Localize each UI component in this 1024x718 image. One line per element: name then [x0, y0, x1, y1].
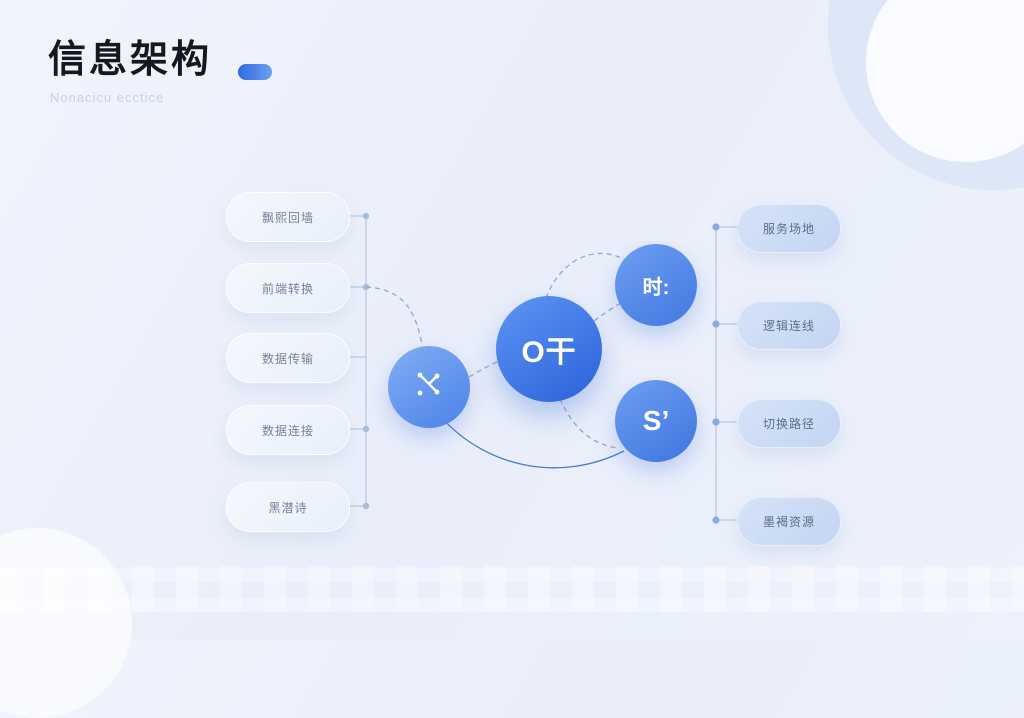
node-hub-label: O干 [521, 336, 577, 369]
right-item-1: 服务场地 [737, 204, 841, 253]
decor-mosaic-strip [0, 566, 1024, 612]
node-left-circle [388, 346, 470, 428]
left-item-3-label: 数据传输 [261, 351, 314, 366]
left-item-4: 数据连接 [226, 405, 350, 455]
page-subtitle: Nonacicu ecctice [50, 90, 165, 105]
right-item-2-label: 逻辑连线 [762, 319, 815, 333]
right-junction-dot-1 [712, 223, 720, 231]
page-title: 信息架构 [48, 39, 213, 81]
right-item-4-label: 墨褐资源 [762, 515, 815, 529]
right-item-1-label: 服务场地 [762, 222, 815, 236]
slide: 信息架构 Nonacicu ecctice 飘熙回墙 前端 [0, 0, 1024, 612]
left-item-2-label: 前端转换 [261, 281, 314, 296]
right-junction-dot-4 [712, 516, 720, 524]
right-item-3: 切换路径 [737, 399, 841, 448]
left-item-5: 黑潜诗 [226, 482, 350, 532]
right-junction-dot-2 [712, 320, 720, 328]
left-junction-dot-4 [362, 502, 370, 510]
left-junction-dot-2 [362, 283, 370, 291]
left-item-5-label: 黑潜诗 [268, 500, 308, 515]
left-item-1: 飘熙回墙 [226, 192, 350, 242]
title-accent-pill [238, 64, 272, 80]
right-junction-dot-3 [712, 418, 720, 426]
left-item-1-label: 飘熙回墙 [261, 210, 314, 225]
solid-curve-left-node-to-bottomright [440, 416, 625, 469]
dashed-curve-left-node-to-hub [468, 361, 498, 378]
left-item-4-label: 数据连接 [261, 423, 314, 438]
left-item-2: 前端转换 [226, 263, 350, 313]
node-bottom-right-circle: S’ [615, 380, 697, 462]
node-hub-circle: O干 [496, 296, 602, 402]
node-top-right-label: 时: [642, 276, 670, 299]
left-junction-dot-3 [362, 425, 370, 433]
left-junction-dot-1 [362, 212, 370, 220]
dashed-arc-hub-to-bottomright [559, 398, 619, 449]
right-item-3-label: 切换路径 [762, 417, 815, 431]
dashed-curve-bracket-to-left-node [365, 286, 423, 346]
node-top-right-circle: 时: [615, 244, 697, 326]
dashed-curve-hub-to-topright-inner [593, 302, 622, 322]
right-item-2: 逻辑连线 [737, 301, 841, 350]
right-item-4: 墨褐资源 [737, 497, 841, 546]
left-item-3: 数据传输 [226, 333, 350, 383]
node-bottom-right-label: S’ [642, 405, 670, 436]
decor-circle-bottom-left [0, 528, 132, 718]
network-x-icon [409, 365, 449, 410]
